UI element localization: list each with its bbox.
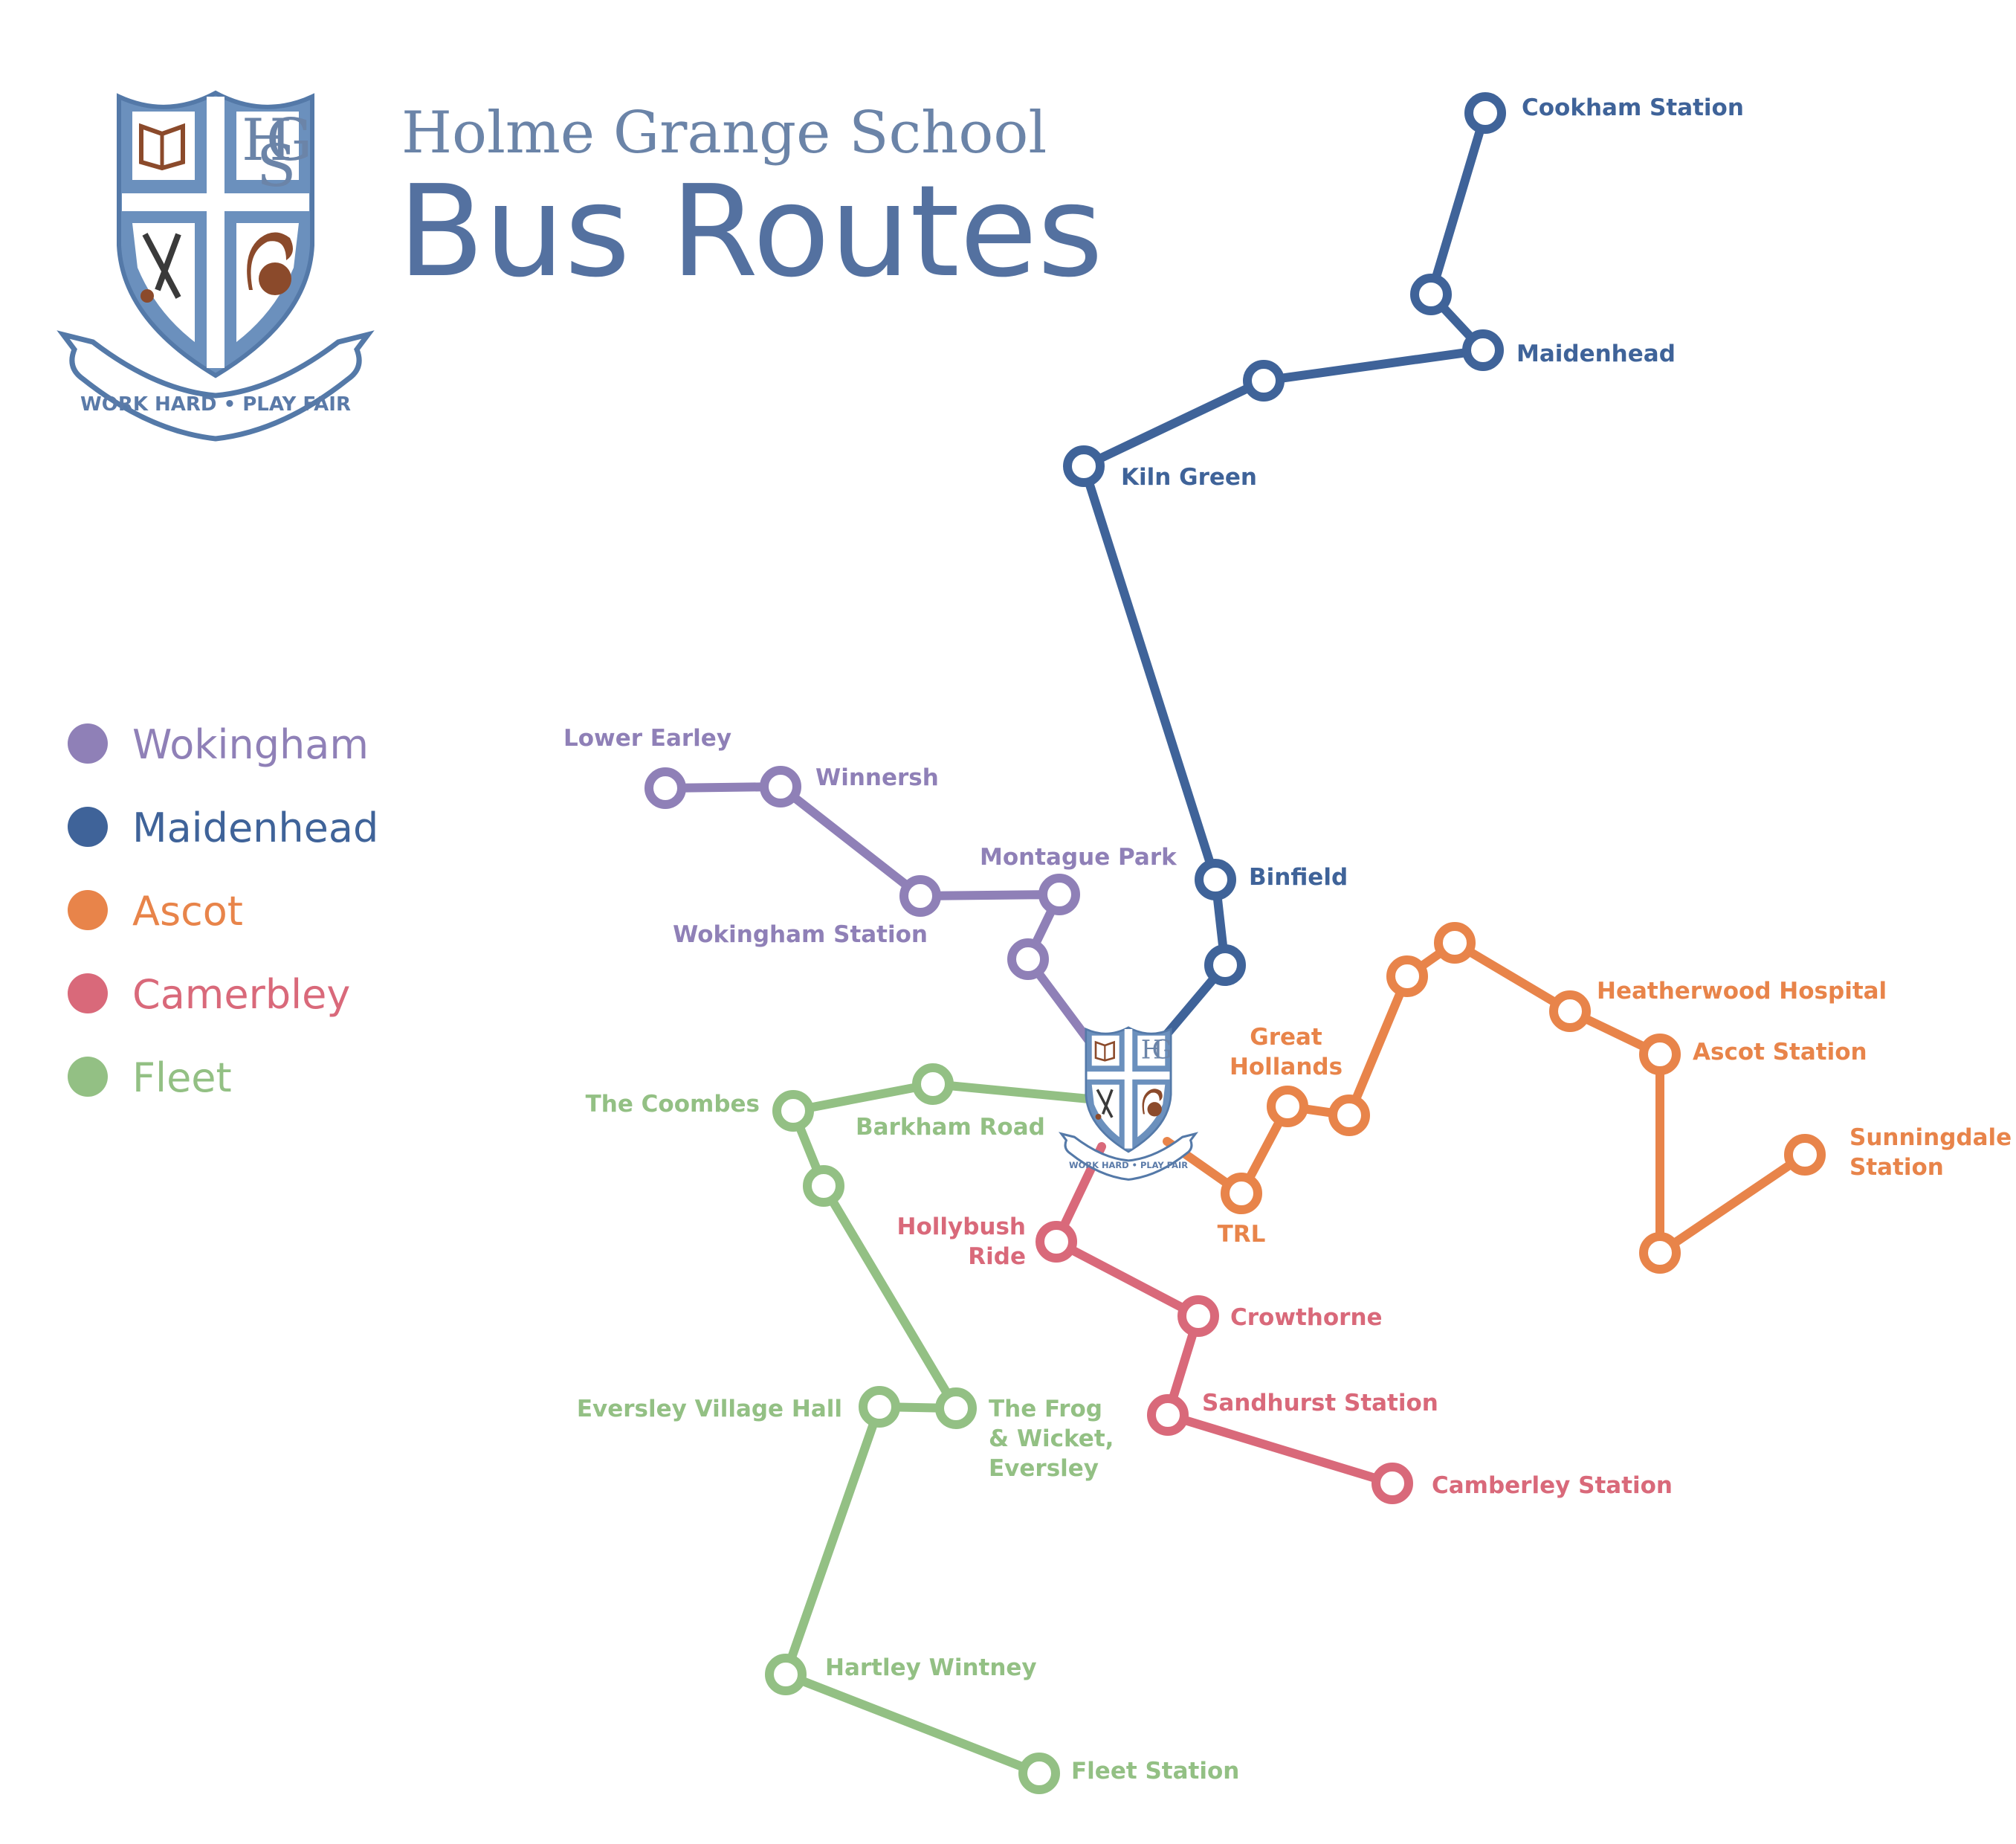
- legend-label-fleet: Fleet: [132, 1054, 232, 1101]
- stop-marker-maidenhead-5[interactable]: [1410, 274, 1452, 315]
- stop-label-wokingham-3: Montague Park: [980, 844, 1177, 871]
- stop-marker-maidenhead-3[interactable]: [1243, 360, 1285, 402]
- stop-marker-fleet-2[interactable]: [803, 1165, 844, 1207]
- stop-marker-wokingham-1[interactable]: [760, 766, 801, 807]
- legend-label-camberley: Camerbley: [132, 971, 350, 1018]
- legend-label-wokingham: Wokingham: [132, 721, 369, 768]
- route-line-fleet: [781, 1080, 1093, 1778]
- stop-label-fleet-0: Barkham Road: [856, 1114, 1045, 1141]
- stop-marker-fleet-0[interactable]: [912, 1063, 954, 1105]
- stop-label-line: The Frog: [989, 1396, 1102, 1422]
- crest-motto: WORK HARD • PLAY FAIR: [80, 393, 351, 416]
- stop-marker-wokingham-3[interactable]: [1038, 874, 1080, 915]
- hub-crest-motto: WORK HARD • PLAY FAIR: [1069, 1160, 1188, 1170]
- stop-marker-ascot-5[interactable]: [1549, 990, 1591, 1032]
- legend-item-maidenhead: Maidenhead: [68, 805, 378, 851]
- school-name: Holme Grange School: [401, 100, 1047, 167]
- stop-label-ascot-6: Ascot Station: [1693, 1039, 1867, 1066]
- stop-label-fleet-4: Eversley Village Hall: [577, 1396, 842, 1422]
- stop-marker-ascot-2[interactable]: [1328, 1095, 1370, 1136]
- stop-label-line: Great: [1250, 1024, 1322, 1051]
- stop-label-camberley-3: Camberley Station: [1432, 1472, 1673, 1499]
- legend-swatch-fleet: [68, 1057, 108, 1097]
- stop-label-ascot-0: TRL: [1218, 1221, 1266, 1248]
- stop-label-line: Ride: [968, 1243, 1026, 1270]
- stop-marker-fleet-3[interactable]: [935, 1387, 977, 1429]
- stop-label-camberley-2: Sandhurst Station: [1202, 1390, 1438, 1416]
- route-line-maidenhead: [1079, 109, 1490, 1060]
- stop-label-wokingham-1: Winnersh: [815, 764, 939, 791]
- stop-label-wokingham-0: Lower Earley: [563, 725, 731, 752]
- stop-marker-maidenhead-0[interactable]: [1204, 944, 1246, 986]
- stop-marker-fleet-1[interactable]: [772, 1090, 814, 1132]
- hub-crest-monogram: H: [1141, 1036, 1163, 1066]
- stop-label-fleet-1: The Coombes: [586, 1091, 760, 1118]
- stop-label-camberley-1: Crowthorne: [1230, 1304, 1383, 1331]
- legend-label-maidenhead: Maidenhead: [132, 805, 378, 851]
- legend-label-ascot: Ascot: [132, 888, 243, 935]
- legend-item-fleet: Fleet: [68, 1054, 232, 1101]
- stop-label-fleet-3: The Frog & Wicket, Eversley: [989, 1396, 1114, 1482]
- stop-label-fleet-6: Fleet Station: [1071, 1758, 1239, 1785]
- stop-label-line: Hollands: [1230, 1054, 1343, 1080]
- route-line-ascot: [1163, 938, 1809, 1257]
- stop-marker-fleet-6[interactable]: [1018, 1753, 1060, 1794]
- stop-marker-ascot-3[interactable]: [1386, 955, 1428, 997]
- hub-crest-monogram-g: G: [1152, 1036, 1172, 1066]
- stop-marker-wokingham-0[interactable]: [644, 767, 686, 809]
- page-title: Bus Routes: [398, 158, 1103, 306]
- stop-marker-ascot-8[interactable]: [1784, 1134, 1826, 1176]
- stop-marker-camberley-2[interactable]: [1147, 1394, 1189, 1436]
- stop-marker-camberley-0[interactable]: [1036, 1221, 1077, 1263]
- stop-marker-fleet-4[interactable]: [859, 1386, 900, 1428]
- legend-item-wokingham: Wokingham: [68, 721, 369, 768]
- legend-swatch-maidenhead: [68, 807, 108, 847]
- stop-label-line: & Wicket,: [989, 1425, 1114, 1452]
- stop-marker-maidenhead-1[interactable]: [1195, 859, 1236, 900]
- stop-marker-wokingham-4[interactable]: [1007, 938, 1049, 980]
- legend-item-camberley: Camerbley: [68, 971, 350, 1018]
- stop-label-maidenhead-4: Maidenhead: [1516, 341, 1676, 367]
- route-stops: [644, 92, 1826, 1794]
- stop-marker-maidenhead-6[interactable]: [1464, 92, 1506, 134]
- stop-label-line: Eversley: [989, 1455, 1099, 1482]
- legend-item-ascot: Ascot: [68, 888, 243, 935]
- stop-marker-wokingham-2[interactable]: [899, 875, 941, 917]
- legend-swatch-camberley: [68, 973, 108, 1013]
- stop-marker-maidenhead-4[interactable]: [1462, 329, 1504, 371]
- stop-label-maidenhead-2: Kiln Green: [1121, 464, 1257, 491]
- crest-monogram-g: G: [266, 107, 312, 174]
- stop-marker-ascot-4[interactable]: [1434, 922, 1476, 964]
- stop-marker-fleet-5[interactable]: [765, 1654, 807, 1695]
- stop-marker-ascot-6[interactable]: [1639, 1034, 1681, 1075]
- stop-marker-camberley-1[interactable]: [1177, 1295, 1219, 1337]
- school-crest-logo: H G S WORK HARD • PLAY FAIR: [63, 93, 368, 439]
- crest-monogram-s: S: [256, 133, 296, 200]
- stop-marker-maidenhead-2[interactable]: [1063, 445, 1105, 487]
- crest-monogram-h: H: [242, 107, 292, 174]
- stop-label-line: Hollybush: [897, 1213, 1026, 1240]
- school-hub-crest: H G WORK HARD • PLAY FAIR: [1060, 1026, 1197, 1181]
- stop-marker-ascot-7[interactable]: [1639, 1232, 1681, 1274]
- stop-label-fleet-5: Hartley Wintney: [825, 1654, 1037, 1681]
- stop-label-maidenhead-1: Binfield: [1249, 864, 1348, 891]
- legend-swatch-ascot: [68, 890, 108, 930]
- legend-swatch-wokingham: [68, 723, 108, 764]
- stop-label-wokingham-2: Wokingham Station: [673, 921, 928, 948]
- stop-label-line: Sunningdale: [1849, 1124, 2012, 1151]
- stop-marker-ascot-1[interactable]: [1267, 1086, 1308, 1127]
- stop-label-line: Station: [1849, 1154, 1944, 1181]
- stop-label-maidenhead-6: Cookham Station: [1522, 94, 1744, 121]
- stop-marker-ascot-0[interactable]: [1221, 1173, 1262, 1214]
- stop-marker-camberley-3[interactable]: [1372, 1463, 1413, 1504]
- stop-label-ascot-5: Heatherwood Hospital: [1597, 978, 1887, 1005]
